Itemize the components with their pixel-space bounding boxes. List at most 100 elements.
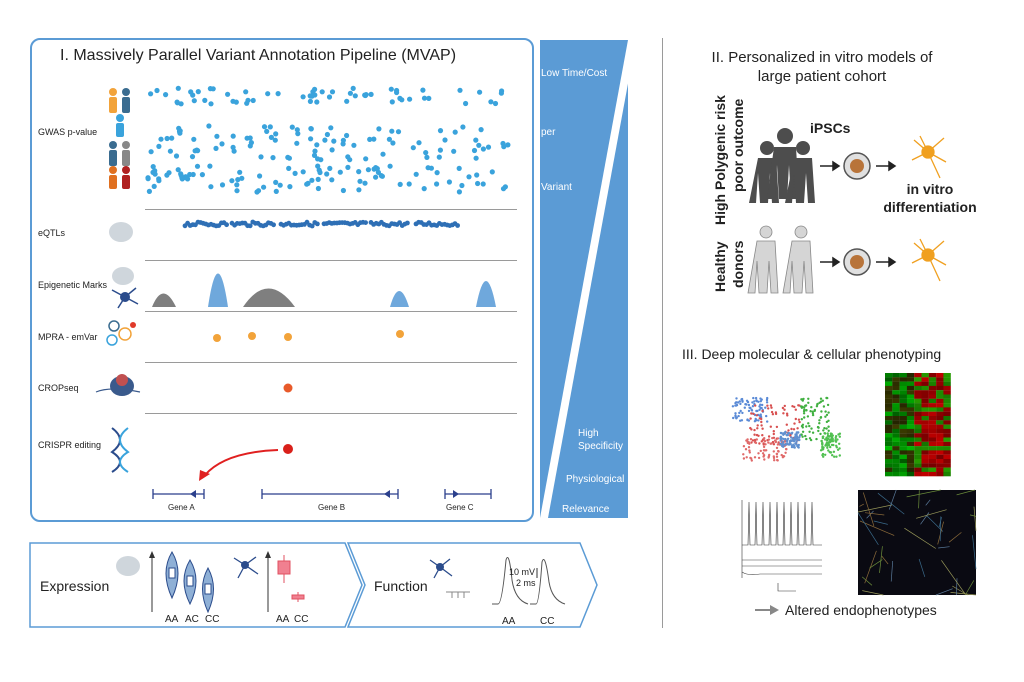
culture-fiber xyxy=(973,506,977,531)
heatmap-cell xyxy=(892,454,900,460)
culture-fiber xyxy=(969,514,977,517)
culture-fiber xyxy=(918,490,920,509)
tsne-point xyxy=(796,438,799,441)
heatmap-cell xyxy=(892,373,900,378)
heatmap-cell xyxy=(928,471,937,477)
heatmap-cell xyxy=(921,428,929,434)
divider xyxy=(145,311,517,312)
heatmap-cell xyxy=(906,420,915,425)
heatmap-cell xyxy=(943,416,951,421)
gwas-dot xyxy=(314,142,320,148)
heatmap-cell xyxy=(943,390,951,395)
tsne-point xyxy=(785,412,789,415)
gwas-dot xyxy=(273,188,279,194)
tsne-point xyxy=(827,429,830,432)
gwas-dot xyxy=(148,149,154,155)
gene-b xyxy=(261,489,399,499)
gwas-dot xyxy=(489,169,495,175)
heatmap-cell xyxy=(943,420,951,425)
tsne-point xyxy=(821,399,824,402)
gwas-dot xyxy=(191,136,197,142)
tsne-point xyxy=(821,436,825,440)
patient-group-icon xyxy=(749,128,815,203)
gwas-dot xyxy=(167,148,173,154)
heatmap-cell xyxy=(892,403,900,408)
tsne-point xyxy=(804,434,807,438)
gwas-dot xyxy=(230,144,236,150)
gwas-dot xyxy=(277,182,283,188)
tsne-point xyxy=(821,442,824,445)
gwas-dot xyxy=(324,171,330,177)
tsne-point xyxy=(808,424,811,428)
neuron-culture-image xyxy=(858,490,976,595)
heatmap-cell xyxy=(906,433,915,438)
tsne-point xyxy=(747,441,750,444)
gwas-dot xyxy=(502,184,508,190)
heatmap-cell xyxy=(921,416,929,421)
tsne-point xyxy=(827,419,830,422)
genotype-label: AA xyxy=(165,614,179,625)
gwas-dot xyxy=(463,100,469,107)
tsne-point xyxy=(753,456,757,459)
gwas-dot xyxy=(300,169,306,175)
eqtl-dot xyxy=(224,222,230,228)
tsne-point xyxy=(819,416,823,419)
heatmap-cell xyxy=(914,377,922,382)
tsne-point xyxy=(827,425,830,428)
gwas-dot xyxy=(344,132,350,139)
gwas-dot xyxy=(498,90,504,96)
tsne-point xyxy=(788,432,791,435)
culture-fiber xyxy=(864,512,885,516)
tsne-point xyxy=(763,439,766,442)
gwas-dot xyxy=(485,144,492,150)
gwas-dot xyxy=(250,97,256,104)
heatmap-cell xyxy=(936,377,944,382)
heatmap-cell xyxy=(943,424,951,429)
heatmap-cell xyxy=(936,471,944,477)
tsne-point xyxy=(754,404,757,407)
tsne-point xyxy=(790,436,793,439)
gwas-dot xyxy=(264,128,270,134)
heatmap-cell xyxy=(921,446,929,451)
gwas-dot xyxy=(344,98,350,104)
culture-fiber xyxy=(869,559,883,569)
gwas-dot xyxy=(473,137,479,143)
tsne-point xyxy=(775,452,778,456)
genotype-label: CC xyxy=(540,616,555,627)
tsne-point xyxy=(758,414,761,417)
genotype-label: CC xyxy=(205,614,220,625)
tsne-point xyxy=(822,405,826,408)
tsne-point xyxy=(824,410,827,413)
tsne-point xyxy=(782,440,785,443)
tsne-point xyxy=(824,453,827,456)
row-label-epigenetic: Epigenetic Marks xyxy=(38,280,108,290)
heatmap-cell xyxy=(936,385,944,391)
heatmap-cell xyxy=(892,411,900,417)
gwas-dot xyxy=(356,169,362,175)
tsne-point xyxy=(746,400,750,404)
tsne-point xyxy=(741,411,744,415)
tsne-point xyxy=(836,438,839,441)
group2-label-line2: donors xyxy=(730,240,746,288)
gwas-dot xyxy=(327,165,333,171)
tsne-point xyxy=(804,404,808,407)
tsne-point xyxy=(817,426,820,429)
gwas-dot xyxy=(371,136,377,142)
sidebar-text-physiological: Physiological xyxy=(566,474,625,485)
gwas-dot xyxy=(367,136,373,142)
gwas-dot xyxy=(322,137,328,143)
heatmap-cell xyxy=(892,428,900,434)
heatmap-cell xyxy=(892,446,900,451)
heatmap-cell xyxy=(885,394,893,399)
tsne-point xyxy=(811,431,815,434)
gwas-dot xyxy=(146,188,152,194)
gwas-dot xyxy=(426,95,432,101)
gwas-dot xyxy=(308,126,314,132)
heatmap-cell xyxy=(914,433,922,438)
gwas-dot xyxy=(386,136,392,142)
heatmap-cell xyxy=(928,398,937,404)
gwas-dot xyxy=(347,157,353,163)
tsne-point xyxy=(829,445,832,449)
heatmap-cell xyxy=(936,416,944,421)
